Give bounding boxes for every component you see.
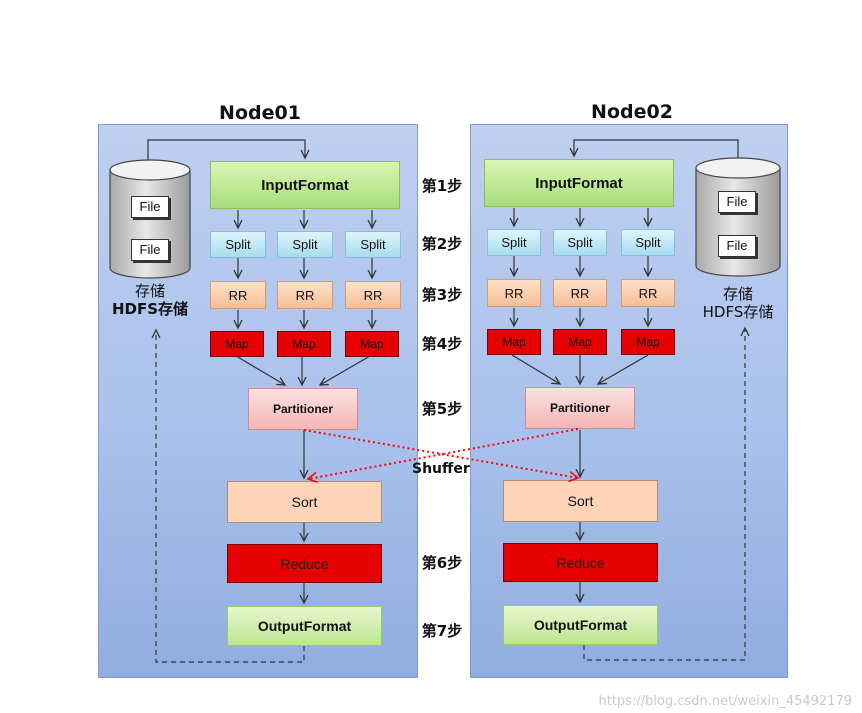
node02-title: Node02 (591, 101, 673, 123)
node02-storage-label-line1: 存储 (722, 285, 753, 303)
node02-storage-label: 存储 HDFS存储 (692, 285, 784, 321)
node01-outputformat-box: OutputFormat (227, 606, 382, 646)
node01-map-3: Map (345, 331, 399, 357)
node01-partitioner-box: Partitioner (248, 388, 358, 430)
step-2-label: 第2步 (421, 235, 463, 253)
watermark: https://blog.csdn.net/weixin_45492179 (598, 694, 852, 709)
step-7-label: 第7步 (421, 622, 463, 640)
step-6-label: 第6步 (421, 554, 463, 572)
node01-split-2: Split (277, 231, 333, 258)
node01-inputformat-box: InputFormat (210, 161, 400, 209)
node01-file-2: File (131, 239, 169, 261)
node02-split-3: Split (621, 229, 675, 256)
node02-split-2: Split (553, 229, 607, 256)
node01-map-2: Map (277, 331, 331, 357)
node01-storage-label-line2: HDFS存储 (111, 300, 189, 318)
node02-split-1: Split (487, 229, 541, 256)
node01-rr-2: RR (277, 281, 333, 309)
step-1-label: 第1步 (421, 177, 463, 195)
node01-title: Node01 (219, 102, 301, 124)
node02-reduce-box: Reduce (503, 543, 658, 582)
node01-rr-3: RR (345, 281, 401, 309)
node02-rr-2: RR (553, 279, 607, 307)
node01-storage-label-line1: 存储 (134, 282, 165, 300)
node02-outputformat-box: OutputFormat (503, 605, 658, 645)
step-4-label: 第4步 (421, 335, 463, 353)
node02-file-2: File (718, 235, 756, 257)
node01-rr-1: RR (210, 281, 266, 309)
node02-storage-label-line2: HDFS存储 (702, 303, 774, 321)
node02-sort-box: Sort (503, 480, 658, 522)
node02-inputformat-box: InputFormat (484, 159, 674, 207)
node02-map-2: Map (553, 329, 607, 355)
node01-map-1: Map (210, 331, 264, 357)
node01-storage-label: 存储 HDFS存储 (104, 282, 196, 318)
node02-map-3: Map (621, 329, 675, 355)
step-3-label: 第3步 (421, 286, 463, 304)
node01-split-1: Split (210, 231, 266, 258)
step-5-label: 第5步 (421, 400, 463, 418)
node01-file-1: File (131, 196, 169, 218)
node02-partitioner-box: Partitioner (525, 387, 635, 429)
node01-sort-box: Sort (227, 481, 382, 523)
node02-rr-3: RR (621, 279, 675, 307)
node01-split-3: Split (345, 231, 401, 258)
node02-file-1: File (718, 191, 756, 213)
node02-map-1: Map (487, 329, 541, 355)
node02-rr-1: RR (487, 279, 541, 307)
shuffle-label: Shuffer (412, 461, 470, 477)
node01-reduce-box: Reduce (227, 544, 382, 583)
